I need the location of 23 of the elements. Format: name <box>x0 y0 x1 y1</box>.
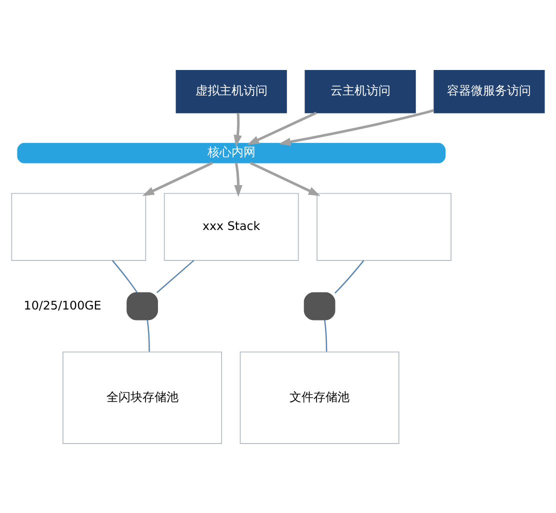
label: 10/25/100GE <box>24 298 102 312</box>
arrow <box>247 111 317 144</box>
connector <box>112 260 138 292</box>
arrow <box>250 161 320 196</box>
node-box: 容器微服务访问 <box>434 69 545 113</box>
node-box: xxx Stack <box>164 192 299 260</box>
node-box: 云主机访问 <box>304 69 416 113</box>
connector <box>334 260 364 294</box>
connector <box>324 319 328 352</box>
arrow <box>142 161 213 196</box>
node-box <box>304 292 336 320</box>
node-box: 全闪块存储池 <box>62 351 222 444</box>
node-box <box>126 292 158 320</box>
node-box: 文件存储池 <box>240 351 400 444</box>
connector <box>146 319 150 352</box>
node-box <box>316 192 452 260</box>
node-box <box>11 192 146 260</box>
arrow <box>234 162 242 197</box>
connector <box>156 259 194 293</box>
arrow <box>234 112 242 146</box>
arrow <box>278 108 434 146</box>
node-box: 虚拟主机访问 <box>176 69 287 113</box>
node-box: 核心内网 <box>17 142 446 163</box>
